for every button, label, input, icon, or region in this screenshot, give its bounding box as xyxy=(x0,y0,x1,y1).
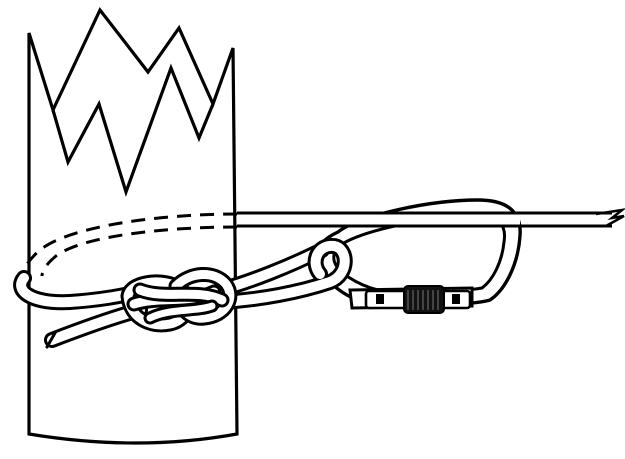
figure-eight-knot-icon xyxy=(120,267,238,333)
carabiner-icon xyxy=(316,198,522,310)
rope-hidden-behind-trunk xyxy=(22,212,238,279)
screw-lock-sleeve-icon xyxy=(364,285,472,314)
